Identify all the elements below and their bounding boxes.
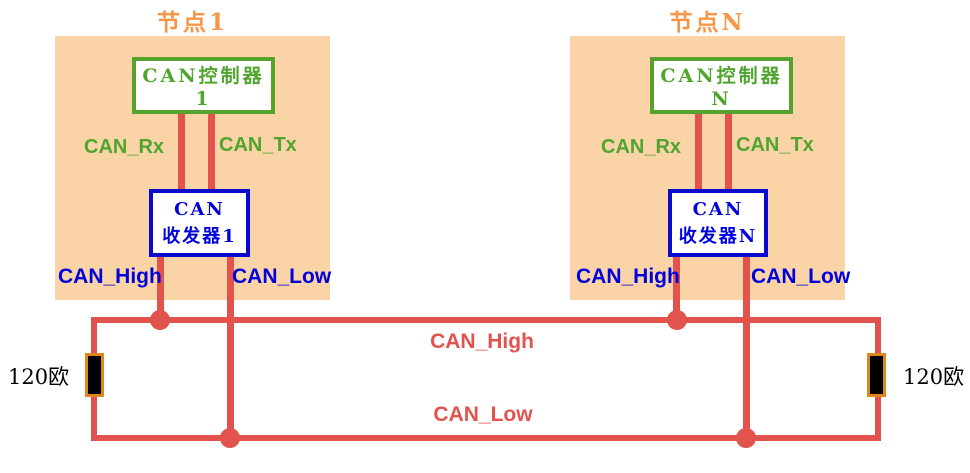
node1-can-controller-box: CAN控制器1 xyxy=(132,57,275,114)
junction-dot-nodeN-high xyxy=(667,310,687,330)
bus-low-line xyxy=(91,435,881,441)
node1-tx-label: CAN_Tx xyxy=(219,134,297,156)
nodeN-high-label: CAN_High xyxy=(576,265,680,288)
nodeN-tx-label: CAN_Tx xyxy=(736,134,814,156)
nodeN-rx-wire xyxy=(695,112,702,192)
nodeN-title: 节点N xyxy=(669,9,746,36)
bus-low-label: CAN_Low xyxy=(433,403,533,426)
left-termination-resistor xyxy=(85,353,104,397)
nodeN-low-label: CAN_Low xyxy=(751,265,851,288)
node1-high-label: CAN_High xyxy=(58,265,162,288)
node1-rx-label: CAN_Rx xyxy=(84,136,165,158)
node1-can-transceiver-label: CAN 收发器1 xyxy=(162,199,237,247)
nodeN-can-controller-label: CAN控制器N xyxy=(660,65,783,110)
junction-dot-node1-high xyxy=(150,310,170,330)
nodeN-tx-wire xyxy=(725,112,732,192)
nodeN-high-wire xyxy=(673,257,680,323)
node1-title: 节点1 xyxy=(156,9,228,36)
junction-dot-nodeN-low xyxy=(736,428,756,448)
node1-can-transceiver-box: CAN 收发器1 xyxy=(149,189,250,257)
left-resistor-label: 120欧 xyxy=(8,365,70,389)
nodeN-low-wire xyxy=(743,257,750,441)
node1-rx-wire xyxy=(178,112,185,192)
bus-high-label: CAN_High xyxy=(430,330,534,353)
nodeN-rx-label: CAN_Rx xyxy=(601,136,682,158)
nodeN-can-controller-box: CAN控制器N xyxy=(650,57,793,114)
node1-tx-wire xyxy=(208,112,215,192)
nodeN-can-transceiver-label: CAN 收发器N xyxy=(678,199,758,247)
bus-high-line xyxy=(91,317,881,323)
node1-low-wire xyxy=(227,257,234,441)
junction-dot-node1-low xyxy=(220,428,240,448)
node1-high-wire xyxy=(157,257,164,323)
right-termination-resistor xyxy=(867,353,886,397)
right-resistor-label: 120欧 xyxy=(903,365,965,389)
node1-can-controller-label: CAN控制器1 xyxy=(142,65,265,110)
nodeN-can-transceiver-box: CAN 收发器N xyxy=(668,189,768,257)
node1-low-label: CAN_Low xyxy=(232,265,332,288)
